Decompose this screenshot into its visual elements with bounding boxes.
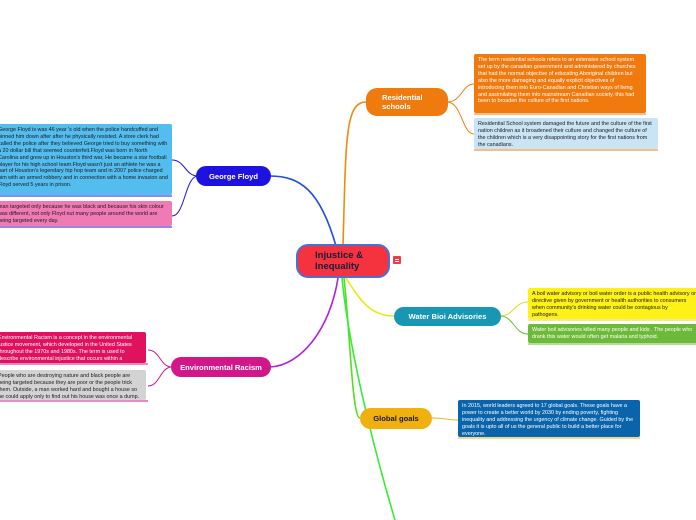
note-residential-schools-definition[interactable]: The term residential schools refers to a… — [474, 54, 646, 113]
topic-label: Water Bioi Advisories — [408, 312, 487, 321]
link-extra-branch — [341, 277, 396, 520]
link-global-goals — [343, 277, 361, 419]
note-george-floyd-bio[interactable]: George Floyd is was 46 year 's old when … — [0, 124, 172, 195]
link-water-advisories — [345, 277, 395, 317]
link-environmental-racism — [269, 277, 339, 368]
link-george-floyd — [269, 175, 337, 247]
link-residential-schools — [342, 101, 367, 247]
note-residential-schools-impact[interactable]: Residential School system damaged the fu… — [474, 118, 658, 149]
central-topic[interactable]: Injustice & Inequality — [296, 244, 390, 278]
note-water-advisories-definition[interactable]: A boil water advisory or boil water orde… — [528, 288, 696, 319]
topic-water-advisories[interactable]: Water Bioi Advisories — [394, 307, 501, 326]
note-environmental-racism-definition[interactable]: Environmental Racism is a concept in the… — [0, 332, 146, 363]
note-global-goals[interactable]: In 2015, world leaders agreed to 17 glob… — [458, 400, 640, 437]
notes-icon[interactable] — [393, 256, 401, 264]
topic-george-floyd[interactable]: George Floyd — [196, 166, 271, 186]
topic-label: Global goals — [373, 414, 419, 423]
topic-residential-schools[interactable]: Residential schools — [366, 88, 448, 116]
topic-label: Environmental Racism — [180, 362, 262, 372]
topic-label: Residential schools — [382, 93, 423, 111]
note-george-floyd-targeted[interactable]: man targeted only because he was black a… — [0, 201, 172, 226]
topic-label: George Floyd — [209, 171, 258, 181]
note-environmental-racism-example[interactable]: People who are destroying nature and bla… — [0, 370, 146, 400]
central-topic-label: Injustice & Inequality — [315, 250, 364, 272]
topic-global-goals[interactable]: Global goals — [360, 408, 432, 429]
topic-environmental-racism[interactable]: Environmental Racism — [171, 357, 271, 377]
note-water-advisories-impact[interactable]: Water boil advisories killed many people… — [528, 324, 696, 343]
